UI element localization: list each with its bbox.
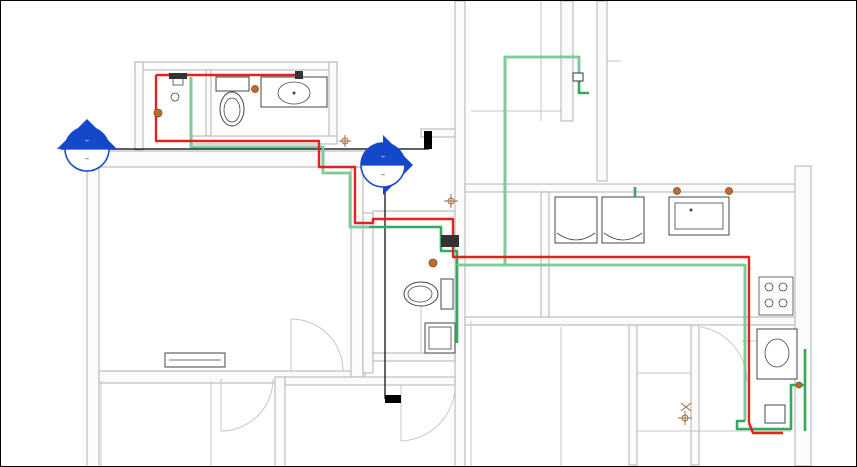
shutoff-valve-icon[interactable]	[153, 108, 163, 118]
shutoff-valve-icon[interactable]	[428, 258, 438, 268]
wall-segment	[596, 1, 608, 182]
wall-segment	[86, 166, 100, 466]
lavatory-right[interactable]	[756, 328, 798, 380]
door-swing	[290, 318, 344, 372]
wall-segment	[205, 69, 212, 137]
section-head-icon[interactable]: – –	[360, 135, 413, 195]
stove	[758, 276, 794, 316]
symbols-layer	[153, 71, 803, 425]
wall-segment	[690, 324, 700, 466]
hot-pipe-run[interactable]	[154, 75, 751, 423]
cold-pipe-run[interactable]	[735, 383, 805, 431]
toilet-lower[interactable]	[403, 278, 454, 310]
wall-segment	[372, 352, 456, 362]
laundry-sink[interactable]	[668, 196, 730, 236]
lavatory-lower[interactable]	[424, 322, 456, 354]
wall-segment	[284, 376, 456, 386]
wall-segment	[350, 166, 364, 378]
washer-left[interactable]	[554, 196, 598, 244]
water-heater-box	[764, 404, 786, 424]
wall-segment	[464, 183, 796, 193]
floor-drain-upper	[170, 76, 184, 102]
section-marker-center-bottom: –	[381, 170, 386, 180]
wall-cabinet	[164, 352, 226, 368]
cleanout-icon[interactable]	[169, 71, 584, 247]
section-line-end	[424, 131, 432, 149]
wall-segment	[362, 212, 374, 374]
door-swing	[700, 326, 748, 382]
section-head-icon[interactable]: – –	[57, 119, 117, 172]
wall-segment	[560, 1, 574, 122]
shutoff-valve-icon[interactable]	[725, 187, 733, 195]
cold-pipe-run[interactable]	[457, 263, 747, 421]
fixtures-layer	[164, 76, 798, 424]
door-swing	[400, 384, 456, 442]
toilet-upper[interactable]	[215, 76, 250, 127]
wall-segment	[628, 324, 638, 466]
section-marker-left-bottom: –	[85, 154, 90, 164]
wall-segment	[86, 150, 378, 168]
wall-segment	[328, 61, 338, 143]
wall-segment	[794, 165, 812, 466]
section-marker-left-top: –	[85, 136, 90, 146]
washer-right[interactable]	[601, 196, 645, 244]
hot-pipe-run[interactable]	[747, 422, 783, 435]
wall-segment	[134, 61, 338, 71]
wall-segment	[134, 61, 144, 151]
reference-point-icon	[339, 135, 692, 425]
wall-segment	[274, 376, 286, 466]
shutoff-valve-icon[interactable]	[795, 381, 803, 389]
section-marker-center-top: –	[381, 152, 386, 162]
wall-segment	[454, 1, 466, 466]
door-swing	[220, 378, 274, 432]
lavatory-upper[interactable]	[260, 76, 328, 108]
shutoff-valve-icon[interactable]	[251, 85, 259, 93]
section-line-end	[385, 395, 401, 403]
shutoff-valve-icon[interactable]	[673, 187, 681, 195]
